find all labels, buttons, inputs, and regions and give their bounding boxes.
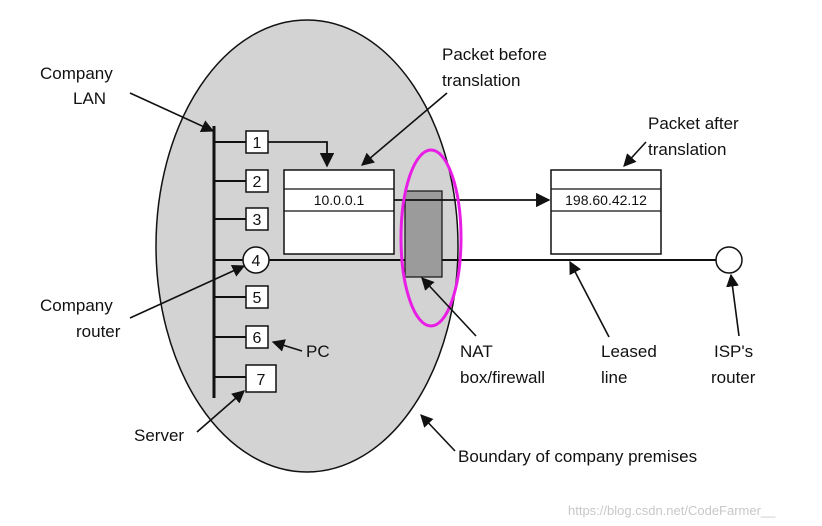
leased-line-label-1: Leased [601,342,657,361]
packet-before-label-2: translation [442,71,520,90]
packet-before-pointer [361,92,448,166]
host-5-label: 5 [253,290,262,307]
host-5-box [245,285,269,309]
packet-after-ip: 198.60.42.12 [565,192,647,208]
nat-label-2: box/firewall [460,368,545,387]
company-router-pointer [129,264,246,319]
company-lan-label-2: LAN [73,89,106,108]
packet-after-box [550,169,662,255]
isp-router-node [715,246,743,274]
host-7-label: 7 [257,372,266,389]
host-2-box [245,169,269,193]
company-lan-pointer [129,92,215,133]
company-router-label-1: Company [40,296,113,315]
nat-label-1: NAT [460,342,493,361]
leased-line-label-2: line [601,368,627,387]
pc-label: PC [306,342,330,361]
leased-line-pointer [569,260,610,338]
isp-router-pointer [726,273,740,337]
packet-before-ip: 10.0.0.1 [314,192,365,208]
company-router-label-2: router [76,322,121,341]
host-6-box [245,325,269,349]
host-3-box [245,207,269,231]
host-6-label: 6 [253,330,262,347]
server-label: Server [134,426,184,445]
isp-router-label-2: router [711,368,756,387]
packet-before-box [283,169,395,255]
nat-highlight-ring [399,148,463,328]
watermark-text: https://blog.csdn.net/CodeFarmer__ [568,503,776,518]
host-1-label: 1 [253,135,262,152]
packet-after-label-2: translation [648,140,726,159]
pc-pointer [271,339,303,352]
boundary-pointer [420,414,456,452]
server-pointer [196,390,245,433]
host-2-label: 2 [253,174,262,191]
host-1-to-packet-arrow [268,141,335,168]
boundary-label: Boundary of company premises [458,447,697,466]
packet-before-label-1: Packet before [442,45,547,64]
nat-pointer [421,277,477,337]
company-lan-label-1: Company [40,64,113,83]
server-box [245,364,277,393]
nat-box [404,190,443,278]
packet-after-label-1: Packet after [648,114,739,133]
packet-after-pointer [623,141,647,167]
isp-router-label-1: ISP's [714,342,753,361]
host-3-label: 3 [253,212,262,229]
host-4-label: 4 [252,253,261,270]
